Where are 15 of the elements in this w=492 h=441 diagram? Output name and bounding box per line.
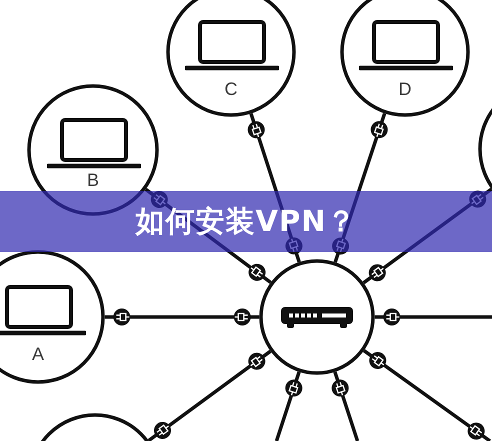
node-label: B bbox=[86, 171, 99, 189]
cable-line bbox=[362, 349, 492, 441]
computer-node bbox=[0, 249, 106, 385]
hub-node bbox=[258, 258, 376, 376]
cable-line bbox=[148, 350, 272, 441]
computer-node bbox=[339, 0, 471, 118]
title: 如何安装VPN？ bbox=[136, 202, 356, 240]
computer-node bbox=[165, 0, 297, 118]
cable-line bbox=[104, 308, 260, 326]
node-label: A bbox=[32, 345, 44, 363]
cable-line bbox=[374, 308, 492, 326]
node-label: D bbox=[398, 80, 412, 98]
cable-line bbox=[331, 371, 360, 441]
node-label: C bbox=[224, 80, 238, 98]
cable-line bbox=[274, 371, 303, 441]
